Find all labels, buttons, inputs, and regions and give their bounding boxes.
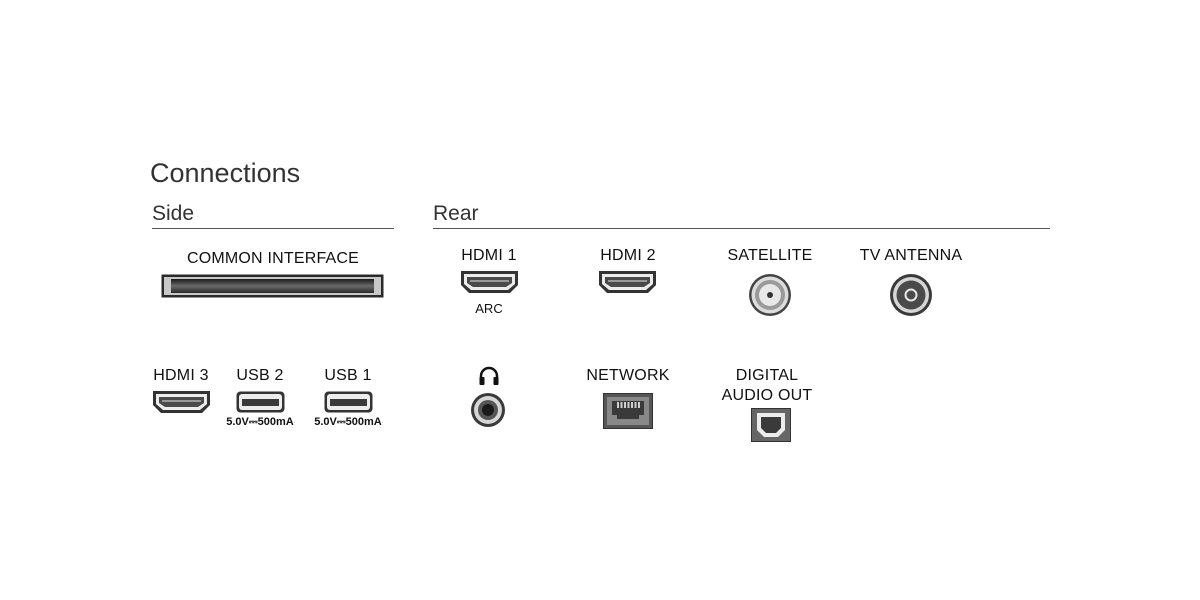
network-label: NETWORK	[586, 367, 670, 384]
satellite-label: SATELLITE	[727, 247, 813, 264]
hdmi2-label: HDMI 2	[600, 247, 656, 264]
side-section-title: Side	[152, 202, 195, 225]
hdmi1-label: HDMI 1	[461, 247, 517, 264]
rear-section-title: Rear	[433, 202, 479, 225]
usb1-label: USB 1	[324, 367, 372, 384]
side-divider	[152, 228, 394, 229]
digital-audio-out-label-line1: DIGITAL	[735, 367, 799, 384]
tv-antenna-label: TV ANTENNA	[859, 247, 963, 264]
usb-port-icon	[324, 391, 373, 413]
usb2-rating: 5.0V⎓500mA	[226, 416, 294, 428]
audio-jack-icon	[470, 392, 506, 428]
rear-divider	[433, 228, 1050, 229]
hdmi-port-icon	[460, 270, 519, 294]
digital-audio-out-label-line2: AUDIO OUT	[721, 387, 813, 404]
headphones-icon	[478, 365, 500, 387]
coaxial-port-icon	[748, 273, 792, 317]
coaxial-port-icon	[889, 273, 933, 317]
usb1-rating: 5.0V⎓500mA	[314, 416, 382, 428]
page-title: Connections	[150, 158, 301, 188]
hdmi-port-icon	[152, 390, 211, 414]
optical-port-icon	[751, 408, 791, 442]
usb2-label: USB 2	[236, 367, 284, 384]
hdmi1-arc-label: ARC	[475, 301, 503, 316]
usb-port-icon	[236, 391, 285, 413]
ci-slot-icon	[161, 274, 384, 298]
common-interface-label: COMMON INTERFACE	[186, 250, 360, 267]
ethernet-port-icon	[603, 393, 653, 429]
hdmi-port-icon	[598, 270, 657, 294]
hdmi3-label: HDMI 3	[153, 367, 209, 384]
